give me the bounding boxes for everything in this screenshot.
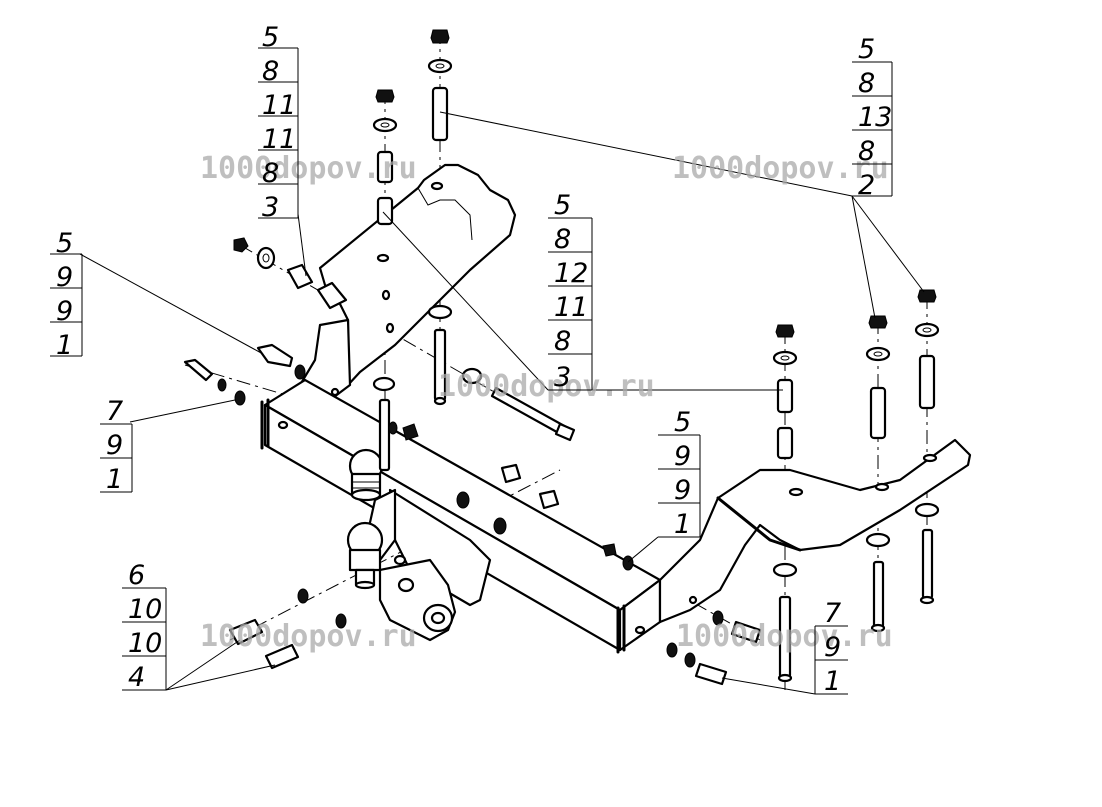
fastener-column-927 [914, 289, 940, 605]
fastener-column-878 [865, 315, 891, 633]
fastener-diagonal-right [602, 543, 762, 686]
callout-number: 11 [262, 90, 296, 121]
callout-number: 10 [128, 628, 162, 659]
watermark: 1000dopov.ru [676, 619, 893, 654]
callout-number: 9 [674, 441, 691, 472]
callout-stack-top-left: 5 8 11 11 8 3 [258, 22, 299, 223]
callout-number: 10 [128, 594, 162, 625]
callout-number: 13 [858, 102, 892, 133]
callout-number: 1 [106, 464, 123, 495]
fastener-diagonal-upper [233, 237, 576, 442]
callout-number: 4 [128, 662, 145, 693]
callout-number: 5 [674, 407, 691, 438]
leader-lines [79, 111, 925, 695]
watermark: 1000dopov.ru [200, 151, 417, 186]
callout-number: 11 [262, 124, 296, 155]
callout-number: 5 [554, 190, 571, 221]
callout-number: 8 [262, 56, 279, 87]
main-cross-beam [260, 378, 662, 654]
tow-ball-upper [348, 448, 384, 502]
watermarks: 1000dopov.ru 1000dopov.ru 1000dopov.ru 1… [200, 151, 893, 654]
callout-stack-bottom-left: 6 10 10 4 [122, 560, 167, 693]
callout-number: 8 [554, 326, 571, 357]
callout-number: 5 [858, 34, 875, 65]
callout-stack-top-right: 5 8 13 8 2 [852, 34, 893, 201]
tow-ball-installed [346, 521, 384, 590]
callout-number: 5 [56, 228, 73, 259]
callout-number: 12 [554, 258, 588, 289]
fastener-diagonal-left [183, 343, 306, 406]
callout-number: 1 [674, 509, 691, 540]
callout-number: 9 [56, 262, 73, 293]
fastener-column-440 [427, 29, 453, 406]
callout-stack-mid-left: 7 9 1 [100, 396, 133, 495]
callout-number: 3 [554, 362, 571, 393]
callout-number: 9 [56, 296, 73, 327]
callout-number: 1 [56, 330, 73, 361]
callout-number: 9 [674, 475, 691, 506]
callout-number: 9 [824, 632, 841, 663]
fastener-column-785 [772, 324, 798, 683]
watermark: 1000dopov.ru [200, 619, 417, 654]
callout-stack-left: 5 9 9 1 [50, 228, 83, 361]
callout-stack-bottom-right: 7 9 1 [814, 598, 848, 697]
callout-number: 8 [858, 68, 875, 99]
callout-number: 11 [554, 292, 588, 323]
callout-stack-center-low: 5 9 9 1 [658, 407, 701, 540]
right-mounting-bracket [658, 438, 972, 624]
watermark: 1000dopov.ru [672, 151, 889, 186]
callout-number: 8 [554, 224, 571, 255]
callout-number: 2 [858, 170, 875, 201]
callout-number: 5 [262, 22, 279, 53]
callout-number: 9 [106, 430, 123, 461]
watermark: 1000dopov.ru [438, 369, 655, 404]
callout-number: 3 [262, 192, 279, 223]
fastener-diagonal-lower [228, 421, 560, 670]
callout-number: 7 [824, 598, 841, 629]
callout-number: 1 [824, 666, 841, 697]
callout-number: 6 [128, 560, 145, 591]
callout-number: 8 [858, 136, 875, 167]
callout-number: 7 [106, 396, 123, 427]
callout-number: 8 [262, 158, 279, 189]
callout-stack-center: 5 8 12 11 8 3 [548, 190, 593, 393]
